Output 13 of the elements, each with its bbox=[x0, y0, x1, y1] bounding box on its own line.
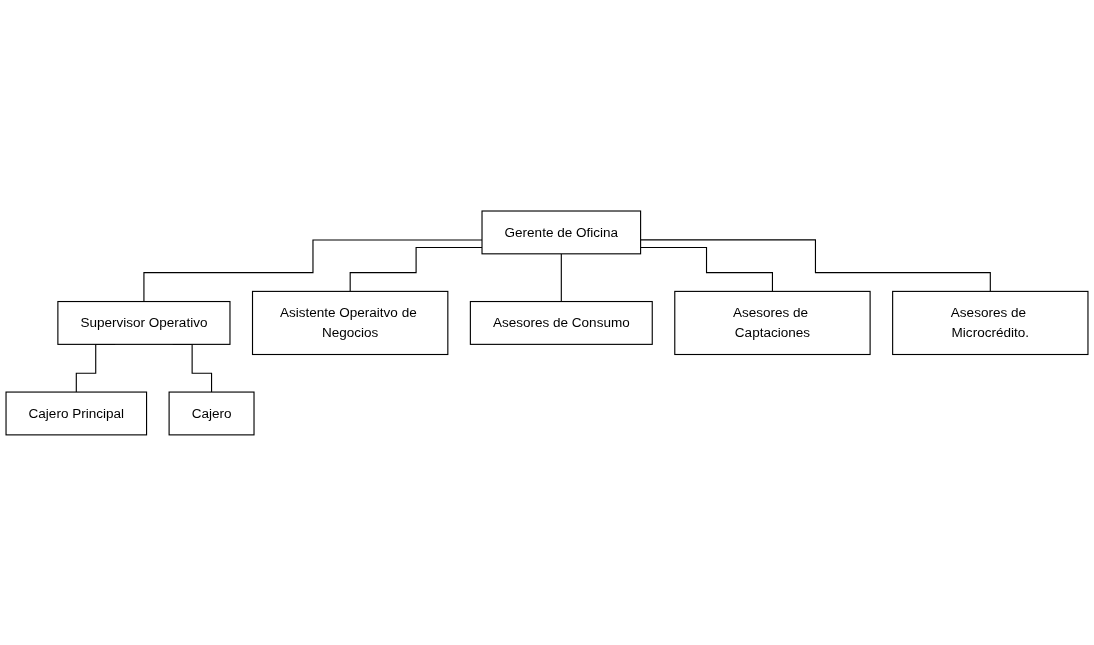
node-box: Cajero Principal bbox=[5, 391, 148, 435]
node-box: Gerente de Oficina bbox=[481, 210, 642, 254]
connector bbox=[640, 238, 991, 292]
node-box: Asesores de Consumo bbox=[469, 300, 653, 345]
connector bbox=[640, 246, 773, 292]
connector bbox=[349, 246, 483, 292]
node-box: Supervisor Operativo bbox=[57, 300, 231, 345]
connector bbox=[143, 239, 483, 302]
node-box: Asesores de Captaciones bbox=[674, 290, 871, 355]
node-box: Asesores de Microcrédito. bbox=[892, 290, 1089, 355]
node-box: Asistente Operaitvo de Negocios bbox=[251, 290, 449, 355]
connector bbox=[560, 252, 562, 302]
node-box: Cajero bbox=[168, 391, 255, 435]
